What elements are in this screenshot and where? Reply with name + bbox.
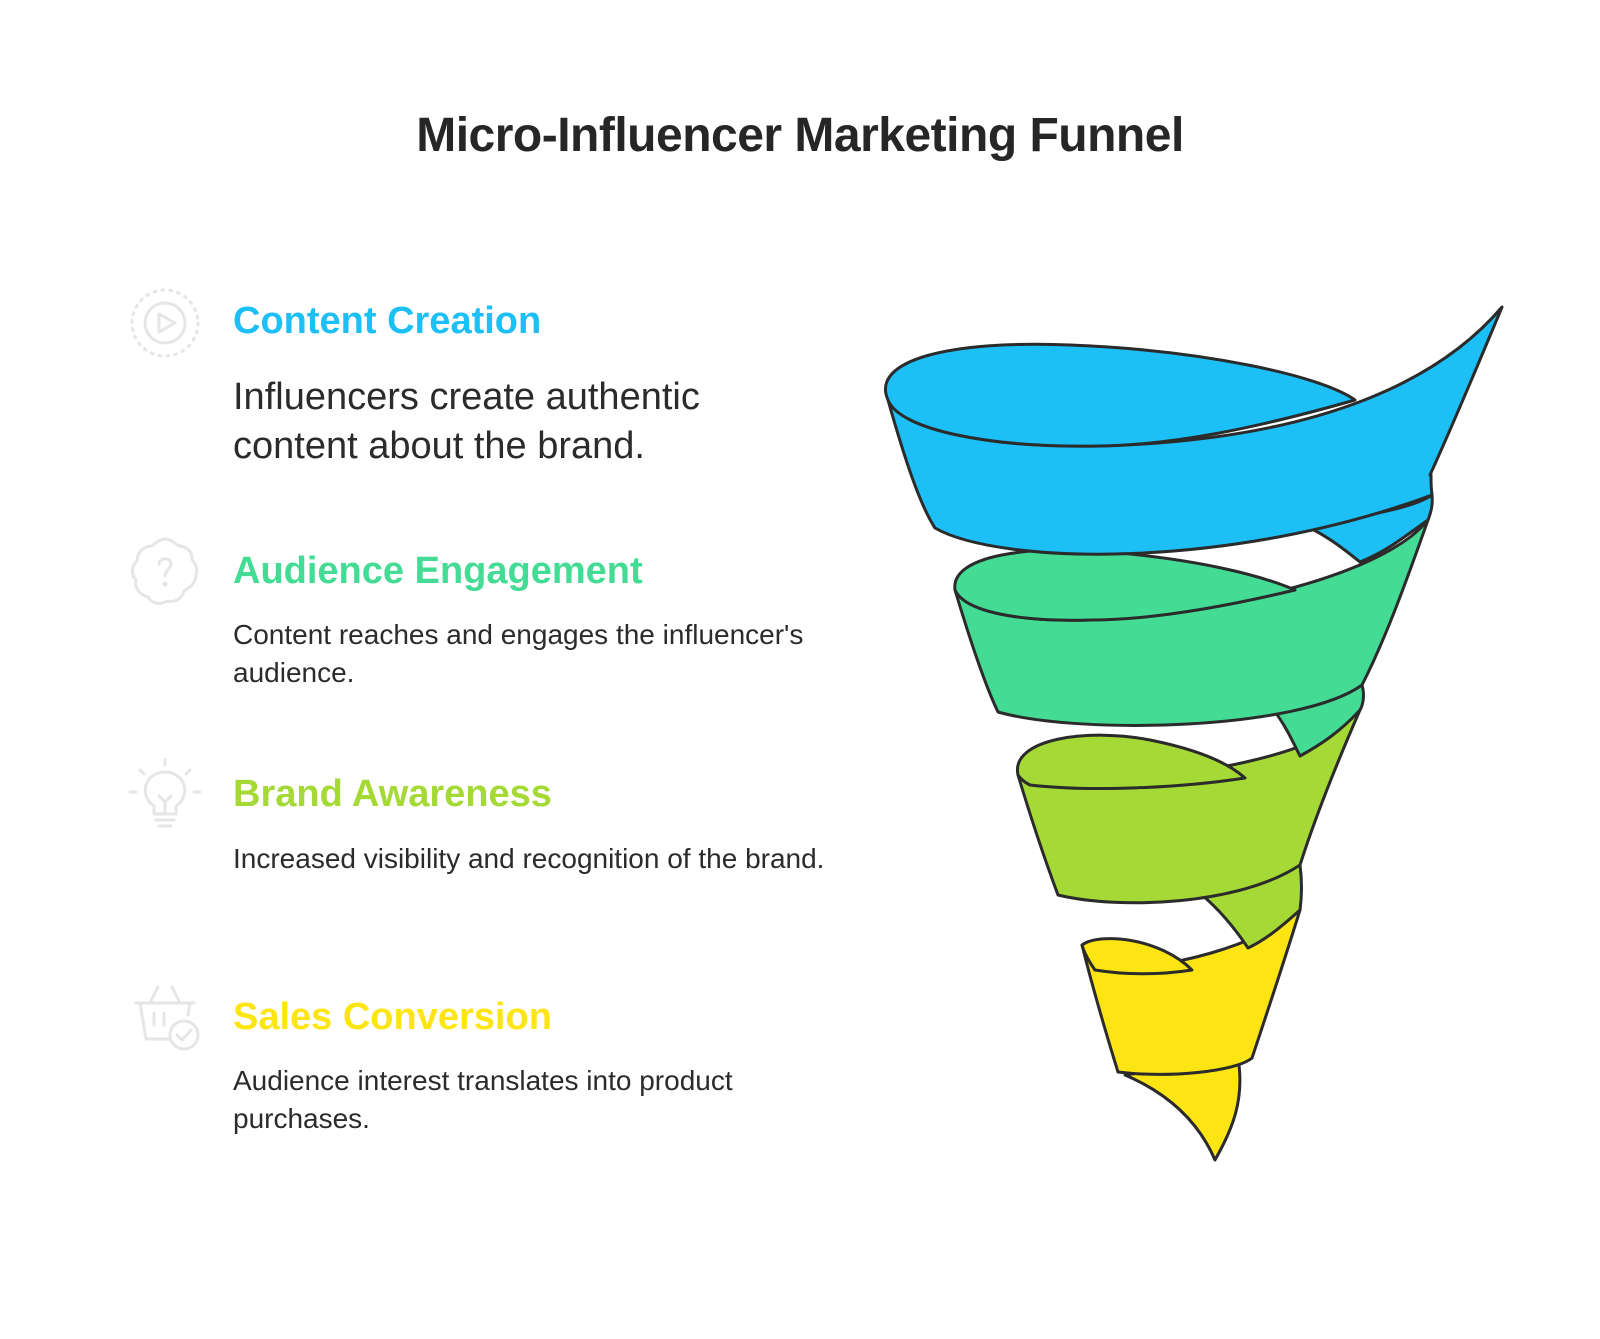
page-title: Micro-Influencer Marketing Funnel xyxy=(416,109,1184,162)
shopping-basket-check-icon xyxy=(134,985,200,1051)
play-video-icon xyxy=(130,288,200,358)
stage-description: Increased visibility and recognition of … xyxy=(233,843,825,874)
stage-heading: Brand Awareness xyxy=(233,773,552,815)
stage-heading: Audience Engagement xyxy=(233,550,643,592)
question-bubble-icon xyxy=(130,537,199,605)
stage-description: Influencers create authentic content abo… xyxy=(233,376,700,467)
stage-heading: Content Creation xyxy=(233,300,542,342)
stage-heading: Sales Conversion xyxy=(233,996,552,1038)
stage-description: Content reaches and engages the influenc… xyxy=(233,619,804,688)
lightbulb-icon xyxy=(128,758,202,828)
stage-description: Audience interest translates into produc… xyxy=(233,1065,733,1134)
